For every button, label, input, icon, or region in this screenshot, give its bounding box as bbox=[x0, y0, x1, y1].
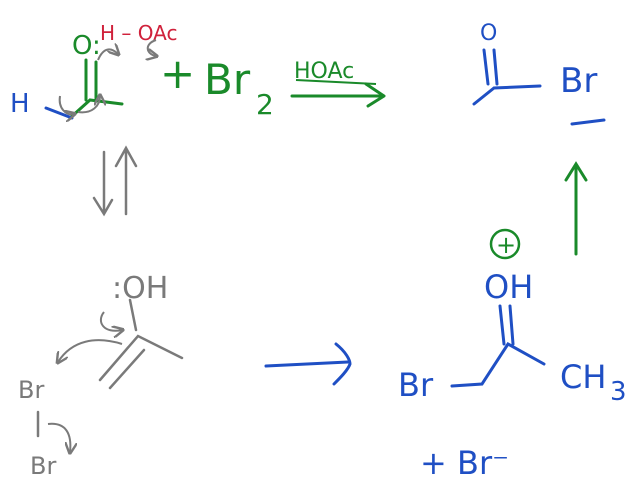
bromine-reagent: Br bbox=[204, 55, 251, 104]
product-bromine-label: Br bbox=[560, 61, 597, 101]
product-bromine-underline bbox=[570, 118, 606, 126]
arrow-head bbox=[364, 82, 386, 108]
bromine-bottom-label: Br bbox=[30, 452, 56, 480]
curved-arrow-bond bbox=[77, 96, 100, 114]
bromine-subscript: 2 bbox=[256, 88, 274, 121]
intermediate-methyl-subscript: 3 bbox=[610, 377, 627, 407]
carbonyl-oxygen-label: O: bbox=[72, 31, 101, 61]
product-bromoketone: O Br bbox=[472, 21, 606, 126]
carbonyl-bond bbox=[84, 58, 98, 102]
intermediate-bromine-label: Br bbox=[398, 366, 434, 404]
alpha-hydrogen-label: H bbox=[10, 89, 30, 119]
curved-arrow-oxygen-to-h bbox=[97, 49, 118, 61]
enol-curved-arrow-pi bbox=[58, 339, 123, 362]
reaction-arrow-middle bbox=[264, 342, 352, 386]
positive-charge-label: + bbox=[496, 231, 516, 259]
alpha-carbon-bond bbox=[68, 98, 124, 120]
product-skeleton bbox=[472, 84, 542, 106]
intermediate-methyl-label: CH bbox=[560, 358, 606, 396]
product-oxygen-label: O bbox=[480, 21, 497, 46]
plus-sign: + bbox=[160, 49, 195, 98]
middle-arrow-shaft bbox=[264, 360, 350, 368]
arrow-down bbox=[92, 150, 114, 217]
reaction-arrow-top: HOAc bbox=[290, 59, 386, 108]
enol-double-bond bbox=[108, 348, 146, 390]
intermediate-hydroxyl-label: OH bbox=[484, 268, 533, 306]
curved-arrow-oac bbox=[148, 39, 156, 56]
curved-arrow-h-removal bbox=[58, 95, 74, 114]
enol-curved-arrow-o bbox=[99, 311, 122, 331]
product-carbonyl-bond bbox=[482, 48, 499, 86]
acid-label: H – OAc bbox=[100, 21, 177, 45]
intermediate-skeleton bbox=[450, 342, 546, 388]
reactant-ketone: O: H – OAc H bbox=[10, 21, 177, 119]
oxonium-intermediate: + OH Br CH 3 + Br⁻ bbox=[398, 228, 627, 482]
bromine-top-label: Br bbox=[18, 376, 44, 404]
deprotonation-arrow bbox=[564, 161, 588, 256]
br-leaving-arrow bbox=[47, 422, 70, 452]
arrow-up bbox=[114, 145, 138, 216]
positive-charge-circle bbox=[489, 228, 521, 260]
bromide-byproduct-label: + Br⁻ bbox=[420, 444, 509, 482]
solvent-underline bbox=[295, 79, 377, 85]
enol-skeleton bbox=[98, 334, 184, 382]
intermediate-co-bond bbox=[498, 304, 515, 346]
enol-co-bond bbox=[128, 298, 138, 332]
bromine-molecule: Br Br bbox=[18, 376, 70, 480]
equilibrium-arrows bbox=[92, 145, 138, 217]
middle-arrow-head bbox=[332, 342, 352, 386]
enol-hydroxyl-label: :OH bbox=[112, 271, 168, 306]
enol-intermediate: :OH bbox=[58, 271, 184, 390]
